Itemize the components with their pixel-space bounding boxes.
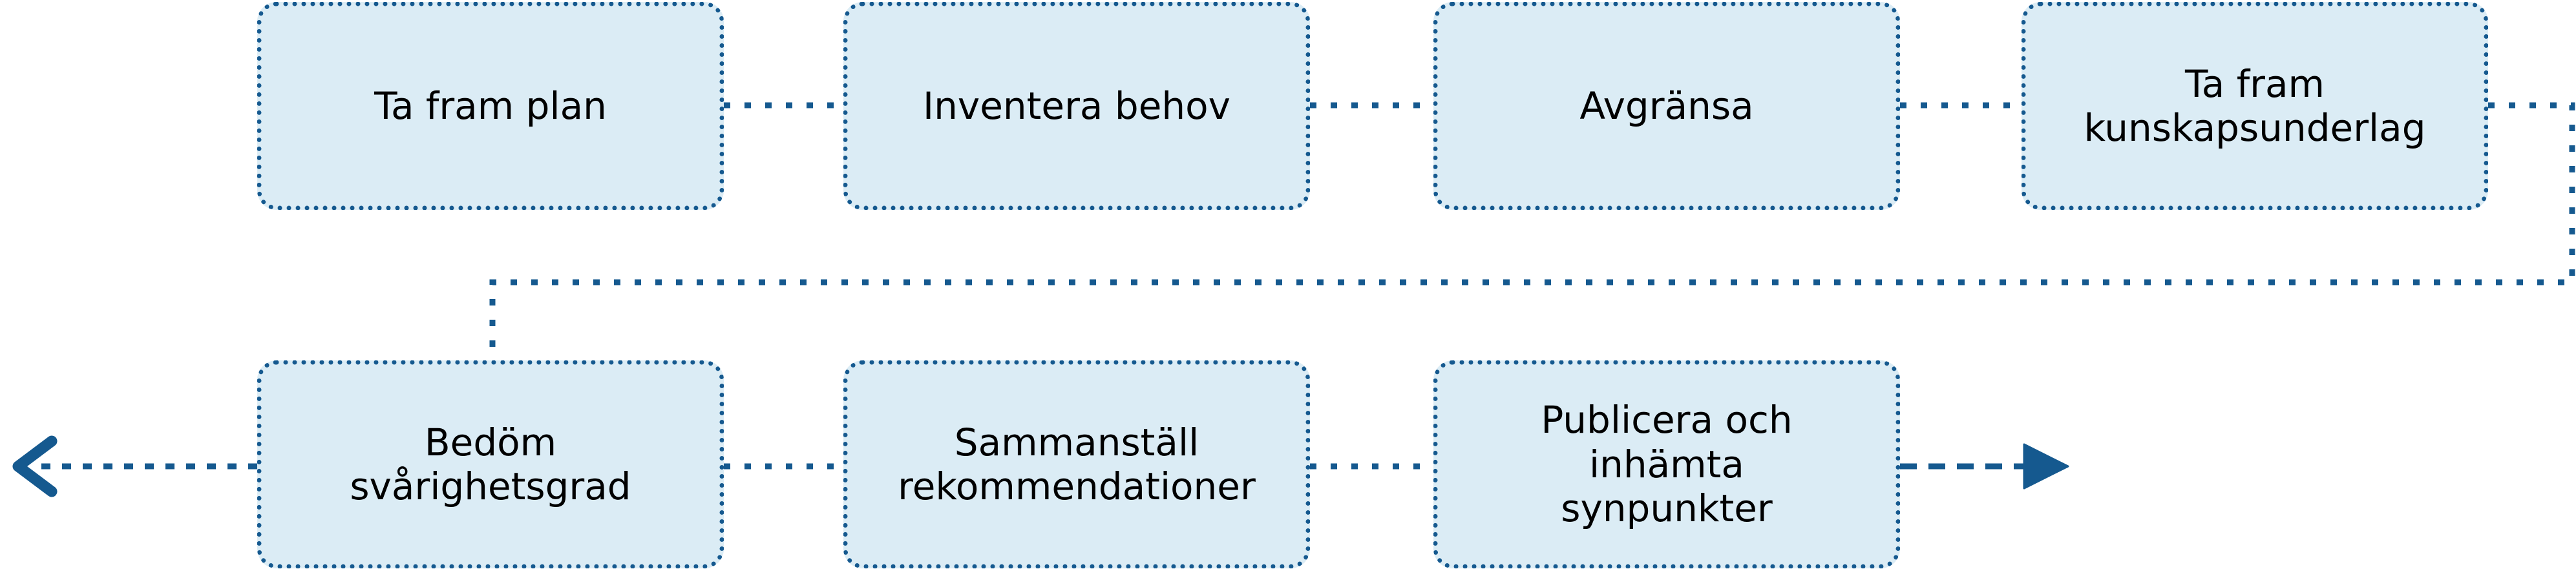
- node-ta-fram-plan[interactable]: Ta fram plan: [257, 2, 724, 210]
- node-ta-fram-kunskapsunderlag[interactable]: Ta fram kunskapsunderlag: [2022, 2, 2488, 210]
- node-label: Ta fram kunskapsunderlag: [2084, 61, 2426, 150]
- node-label: Sammanställ rekommendationer: [898, 420, 1256, 508]
- node-bedom-svarighetsgrad[interactable]: Bedöm svårighetsgrad: [257, 360, 724, 568]
- node-label: Bedöm svårighetsgrad: [350, 420, 631, 508]
- arrowhead-left-icon: [12, 435, 58, 497]
- node-label: Avgränsa: [1579, 83, 1754, 128]
- node-label: Ta fram plan: [374, 83, 607, 128]
- node-publicera-och-inhamta-synpunkter[interactable]: Publicera och inhämta synpunkter: [1433, 360, 1900, 568]
- node-inventera-behov[interactable]: Inventera behov: [843, 2, 1310, 210]
- node-label: Publicera och inhämta synpunkter: [1541, 398, 1793, 531]
- node-avgransa[interactable]: Avgränsa: [1433, 2, 1900, 210]
- node-sammanstall-rekommendationer[interactable]: Sammanställ rekommendationer: [843, 360, 1310, 568]
- node-label: Inventera behov: [923, 83, 1230, 128]
- arrowhead-right-icon: [2023, 443, 2069, 490]
